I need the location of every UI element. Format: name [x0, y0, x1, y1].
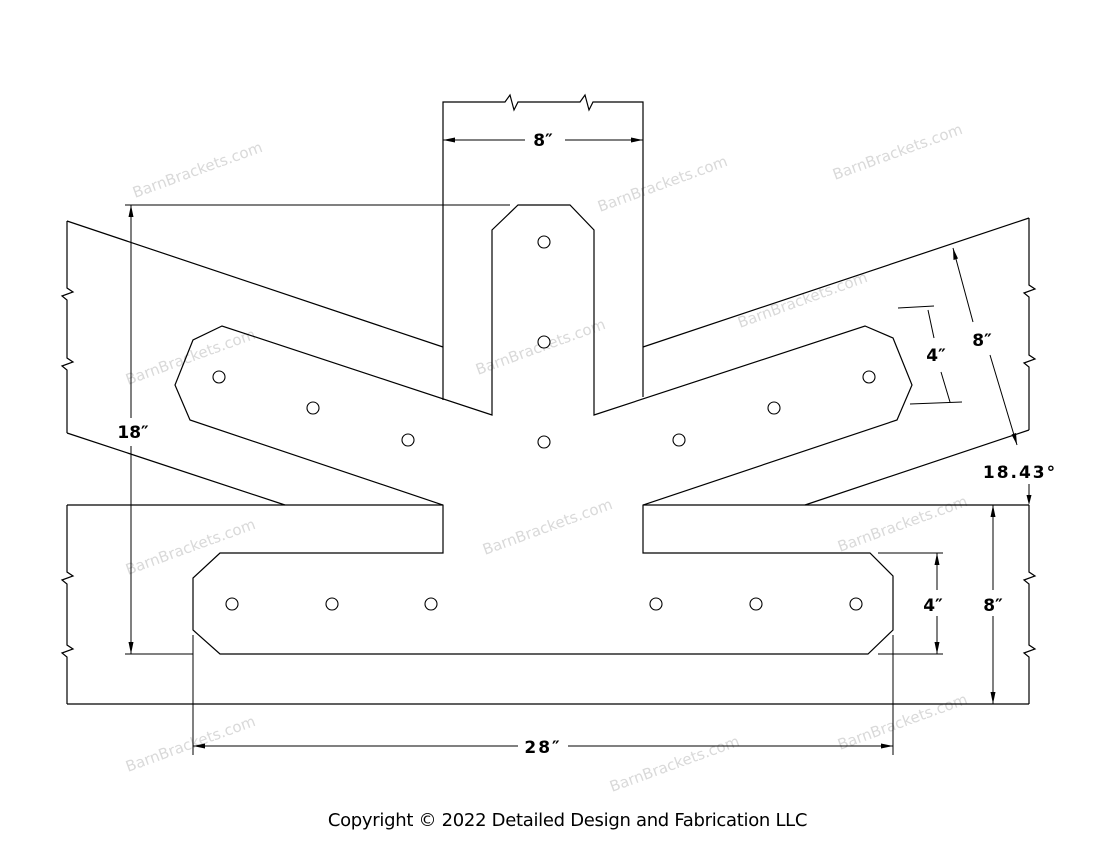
dimension-rafter-arm-width: 4″ [897, 305, 963, 405]
watermark: BarnBrackets.com [835, 690, 970, 754]
dimension-post-width: 8″ [443, 131, 643, 151]
watermark: BarnBrackets.com [607, 732, 742, 796]
dimension-rafter-depth: 8″ [952, 247, 1018, 446]
dim-label-roof-angle: 18.43° [983, 463, 1057, 483]
dim-label-post-width: 8″ [533, 131, 553, 151]
dim-label-overall-width: 28″ [524, 738, 561, 758]
watermark: BarnBrackets.com [130, 138, 265, 202]
watermark: BarnBrackets.com [123, 325, 258, 389]
dimension-roof-angle: 18.43° [983, 463, 1057, 505]
right-rafter [642, 217, 1037, 506]
dim-label-height: 18″ [117, 423, 149, 443]
dim-label-rafter-arm-width: 4″ [926, 346, 946, 366]
bolt-hole [225, 597, 239, 611]
watermark: BarnBrackets.com [123, 712, 258, 776]
bolt-hole [749, 597, 763, 611]
watermark: BarnBrackets.com [835, 492, 970, 556]
bolt-hole [306, 401, 320, 415]
bolt-hole [537, 335, 551, 349]
bolt-hole [862, 370, 876, 384]
bolt-hole [849, 597, 863, 611]
bolt-hole [401, 433, 415, 447]
dimension-overall-width: 28″ [192, 635, 894, 758]
bolt-hole [537, 235, 551, 249]
bolt-hole [537, 435, 551, 449]
bolt-hole [212, 370, 226, 384]
beam [60, 504, 1037, 705]
watermark: BarnBrackets.com [480, 495, 615, 559]
watermark: BarnBrackets.com [595, 152, 730, 216]
dimension-height: 18″ [117, 204, 510, 655]
left-rafter [60, 220, 444, 506]
bolt-hole [325, 597, 339, 611]
bracket-outline [174, 204, 913, 655]
bolt-holes [212, 235, 876, 611]
bolt-hole [649, 597, 663, 611]
dim-label-rafter-depth: 8″ [972, 331, 992, 351]
dim-label-beam-depth: 8″ [983, 596, 1003, 616]
bolt-hole [424, 597, 438, 611]
post [442, 93, 644, 400]
watermark: BarnBrackets.com [123, 515, 258, 579]
bolt-hole [767, 401, 781, 415]
dimension-beam-arm-width: 4″ [878, 552, 943, 655]
dimension-beam-depth: 8″ [983, 504, 1029, 705]
dim-label-beam-arm-width: 4″ [923, 596, 943, 616]
watermarks: BarnBrackets.com BarnBrackets.com BarnBr… [123, 120, 970, 796]
copyright-notice: Copyright © 2022 Detailed Design and Fab… [327, 810, 808, 831]
watermark: BarnBrackets.com [830, 120, 965, 184]
bolt-hole [672, 433, 686, 447]
